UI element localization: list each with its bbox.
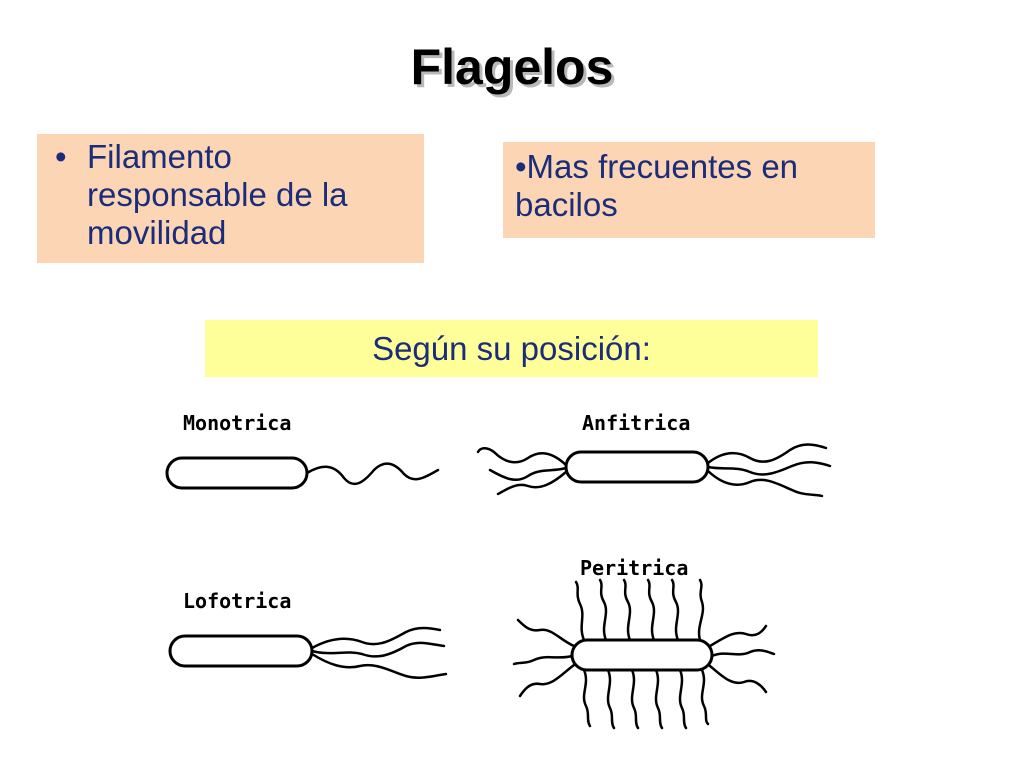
flagellum-icon xyxy=(697,578,705,642)
anfitrica-label: Anfitrica xyxy=(582,411,690,435)
lofotrica-label: Lofotrica xyxy=(183,589,291,613)
peritrica-label: Peritrica xyxy=(580,556,688,580)
flagellum-icon xyxy=(670,578,680,642)
flagellum-icon xyxy=(476,447,568,467)
flagellum-icon xyxy=(305,462,440,486)
flagellum-icon xyxy=(310,641,446,658)
definition-box: • Filamento responsable de la movilidad xyxy=(37,134,424,263)
flagellum-icon xyxy=(488,466,568,481)
peritrica-figure: Peritrica xyxy=(512,556,776,730)
monotrica-figure: Monotrica xyxy=(165,411,440,490)
flagellum-icon xyxy=(654,668,664,730)
flagellum-icon xyxy=(310,652,448,679)
lofotrica-figure: Lofotrica xyxy=(168,589,448,679)
flagellum-icon xyxy=(598,578,608,642)
definition-text: Filamento responsable de la movilidad xyxy=(87,138,348,251)
flagellum-icon xyxy=(496,470,568,496)
flagellum-icon xyxy=(706,469,824,498)
flagellum-icon xyxy=(606,668,616,730)
page-title: Flagelos xyxy=(410,39,614,95)
flagellum-icon xyxy=(582,668,592,728)
flagellum-icon xyxy=(708,664,768,694)
flagellum-icon xyxy=(706,443,828,465)
frequency-text: •Mas frecuentes en bacilos xyxy=(515,148,799,223)
flagellum-icon xyxy=(310,626,442,650)
flagellum-icon xyxy=(708,624,768,648)
flagellum-icon xyxy=(518,663,576,698)
anfitrica-figure: Anfitrica xyxy=(476,411,832,498)
bacillus-cell-icon xyxy=(564,450,710,484)
flagellum-icon xyxy=(622,578,632,642)
bacillus-cell-icon xyxy=(165,456,309,490)
bullet-marker: • xyxy=(55,138,67,175)
flagellum-icon xyxy=(678,668,688,730)
flagellum-icon xyxy=(700,668,710,726)
bacillus-cell-icon xyxy=(570,638,714,672)
flagellum-icon xyxy=(630,668,640,730)
flagellum-icon xyxy=(706,461,832,476)
bacillus-cell-icon xyxy=(168,634,314,668)
flagellum-icon xyxy=(646,578,656,642)
flagellum-icon xyxy=(710,649,776,658)
flagellum-icon xyxy=(516,618,576,648)
flagellum-icon xyxy=(574,580,586,642)
frequency-box: •Mas frecuentes en bacilos xyxy=(503,142,875,238)
monotrica-label: Monotrica xyxy=(183,411,291,435)
position-heading: Según su posición: xyxy=(205,320,818,377)
flagellum-icon xyxy=(512,654,574,666)
